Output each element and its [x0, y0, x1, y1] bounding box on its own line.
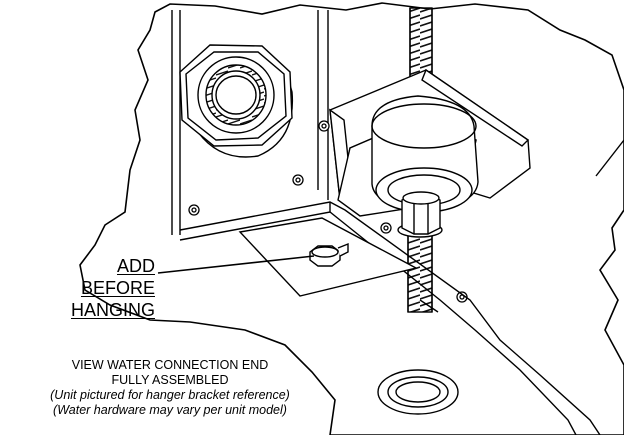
hex-nut	[397, 191, 443, 238]
caption-line-4: (Water hardware may vary per unit model)	[53, 403, 287, 417]
caption-line-1: VIEW WATER CONNECTION END	[71, 358, 269, 372]
edge-leader-line	[595, 139, 624, 177]
bracket-nut	[309, 242, 349, 267]
figure-caption: VIEW WATER CONNECTION END FULLY ASSEMBLE…	[20, 358, 320, 418]
isolator-grommet	[371, 95, 479, 213]
add-before-hanging-callout: ADD BEFORE HANGING	[40, 255, 155, 321]
caption-line-3: (Unit pictured for hanger bracket refere…	[50, 388, 290, 402]
callout-line-1: ADD	[116, 256, 155, 276]
callout-leader-line	[157, 255, 315, 274]
callout-line-3: HANGING	[70, 300, 155, 320]
callout-line-2: BEFORE	[80, 278, 155, 298]
caption-line-2: FULLY ASSEMBLED	[111, 373, 229, 387]
water-fitting	[179, 44, 294, 158]
drain-fitting	[377, 369, 459, 415]
back-panel	[171, 10, 329, 235]
